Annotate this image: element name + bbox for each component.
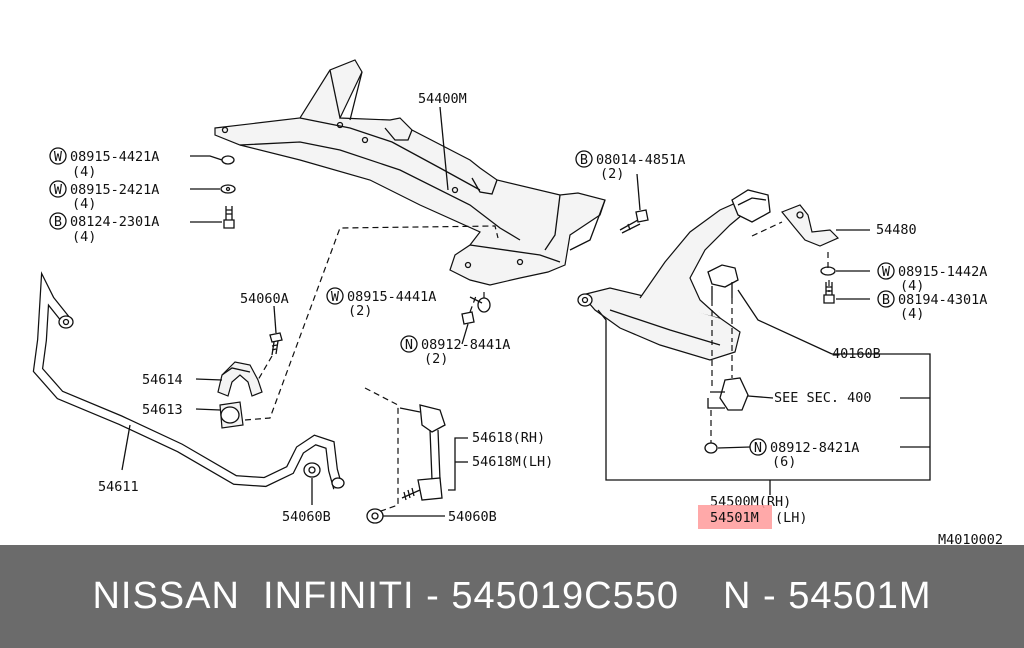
label-08124-2301a: 08124-2301A [70, 214, 159, 230]
label-08915-2421a-qty: (4) [72, 196, 96, 212]
label-08912-8441a: 08912-8441A [421, 337, 510, 353]
label-08915-4421a: 08915-4421A [70, 149, 159, 165]
label-54611: 54611 [98, 479, 139, 495]
connecting-rod-54618 [366, 404, 446, 524]
marker-w-2: W [54, 182, 63, 198]
label-54060b-left: 54060B [282, 509, 331, 525]
label-54060a: 54060A [240, 291, 289, 307]
crossmember-54400m [214, 59, 606, 286]
nut-54060b-left [303, 462, 321, 478]
marker-b-3: B [882, 292, 890, 308]
bracket-54480 [781, 204, 840, 247]
bolt-marker-icon [49, 150, 895, 308]
label-08915-2421a: 08915-2421A [70, 182, 159, 198]
label-54400m: 54400M [418, 91, 467, 107]
marker-n-2: N [754, 440, 762, 456]
label-08912-8441a-qty: (2) [424, 351, 448, 367]
marker-b-1: B [54, 214, 62, 230]
ball-joint-40160b [707, 264, 749, 411]
label-08915-4421a-qty: (4) [72, 164, 96, 180]
label-see-sec-400: SEE SEC. 400 [774, 390, 872, 406]
nut-08912-8421a [704, 442, 718, 454]
lower-control-arm [577, 189, 771, 361]
washer-marker-icon [49, 147, 895, 305]
label-54060b-right: 54060B [448, 509, 497, 525]
highlighted-part-box [698, 505, 772, 529]
marker-n-1: N [405, 337, 413, 353]
label-54613: 54613 [142, 402, 183, 418]
footer-banner: NISSAN INFINITI - 545019C550 N - 54501M [0, 545, 1024, 648]
label-54618-rh: 54618(RH) [472, 430, 545, 446]
marker-b-2: B [580, 152, 588, 168]
label-54614: 54614 [142, 372, 183, 388]
label-08912-8421a-qty: (6) [772, 454, 796, 470]
label-08915-1442a: 08915-1442A [898, 264, 987, 280]
label-08915-1442a-qty: (4) [900, 278, 924, 294]
footer-brand-partnumber: NISSAN INFINITI - 545019C550 [92, 575, 679, 617]
label-08915-4441a: 08915-4441A [347, 289, 436, 305]
bolt-54060a [269, 332, 283, 356]
bushing-54613 [219, 401, 244, 429]
label-54618m-lh: 54618M(LH) [472, 454, 553, 470]
marker-w-1: W [54, 149, 63, 165]
nut-marker-icon [400, 335, 767, 456]
bracket-54614 [217, 361, 263, 397]
dashed-lines [244, 221, 830, 513]
label-40160b: 40160B [832, 346, 881, 362]
label-54480: 54480 [876, 222, 917, 238]
marker-w-3: W [331, 289, 340, 305]
label-08014-4851a-qty: (2) [600, 166, 624, 182]
label-08014-4851a: 08014-4851A [596, 152, 685, 168]
label-08194-4301a-qty: (4) [900, 306, 924, 322]
parts-diagram: W W W W B B B N N 54400M 08915-4421A (4)… [32, 59, 1004, 545]
stabilizer-bar-54611 [32, 271, 345, 490]
label-08124-2301a-qty: (4) [72, 229, 96, 245]
label-08194-4301a: 08194-4301A [898, 292, 987, 308]
footer-catalog-number: N - 54501M [723, 575, 932, 617]
footer-text: NISSAN INFINITI - 545019C550 N - 54501M [0, 545, 1024, 648]
leader-lines [121, 106, 931, 517]
label-08912-8421a: 08912-8421A [770, 440, 859, 456]
diagram-drawing: W W W W B B B N N 54400M 08915-4421A (4)… [32, 59, 987, 525]
marker-w-4: W [882, 264, 891, 280]
label-08915-4441a-qty: (2) [348, 303, 372, 319]
